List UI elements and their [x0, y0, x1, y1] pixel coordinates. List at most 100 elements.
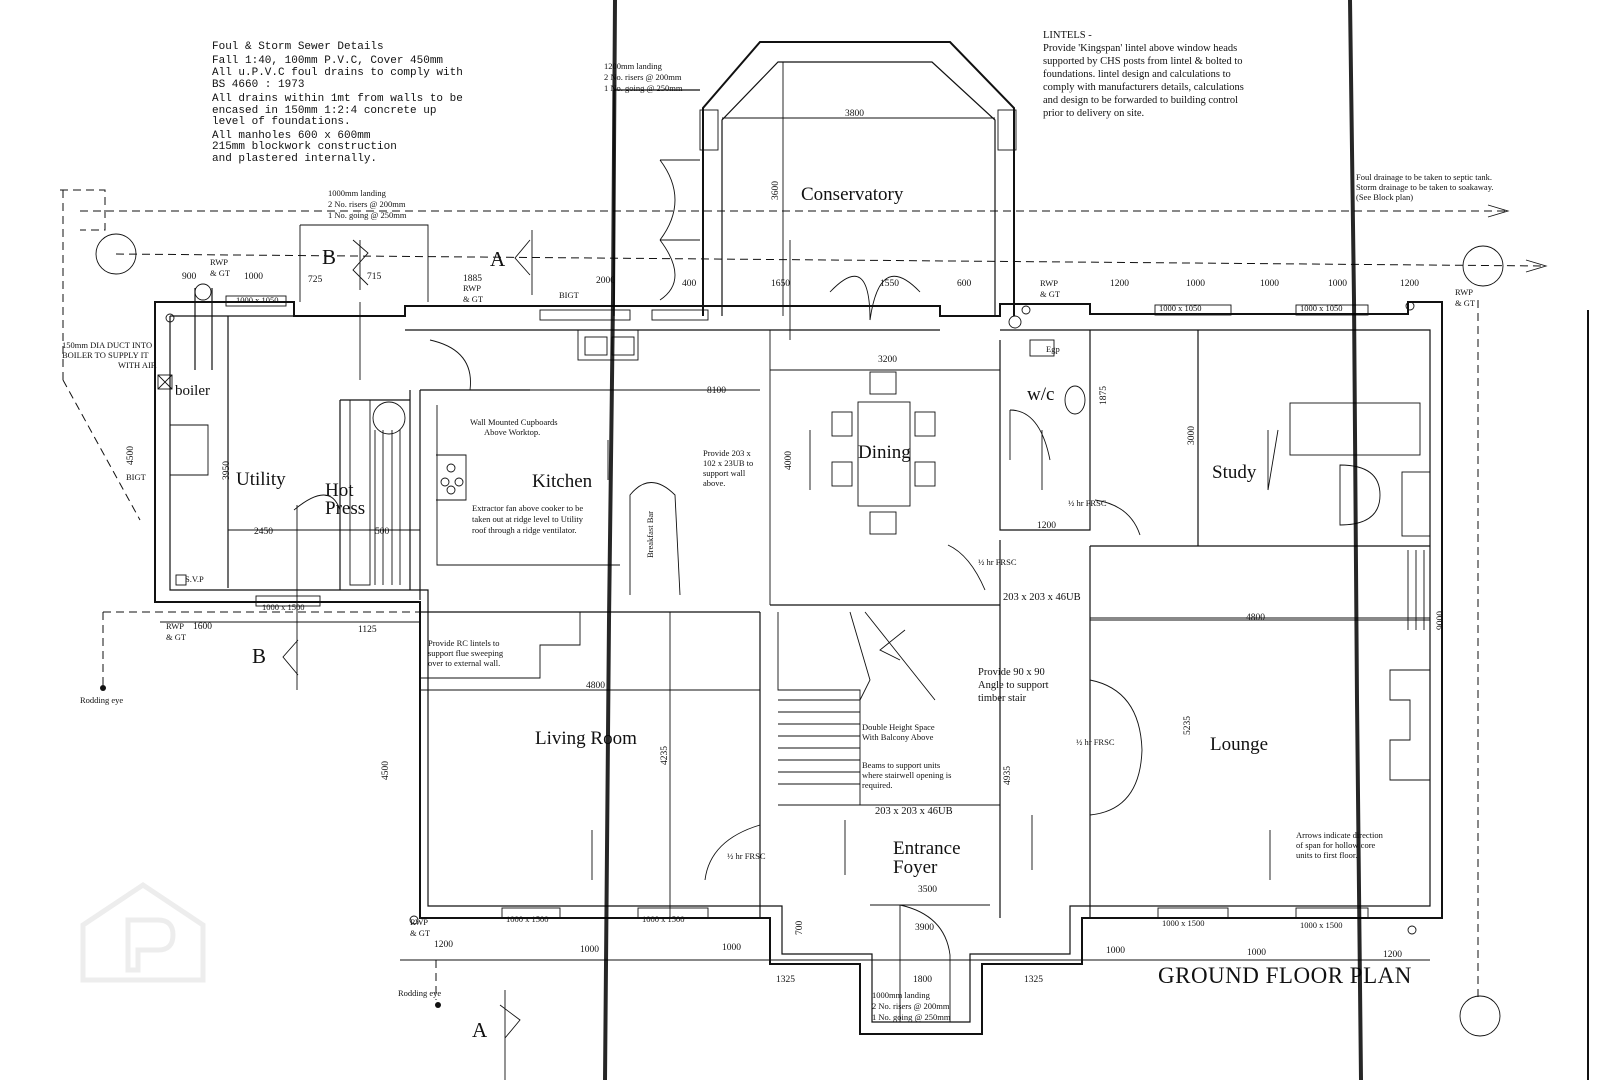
dimension-lines: [160, 117, 1430, 961]
svg-text:1000: 1000: [1106, 946, 1125, 956]
svg-text:3200: 3200: [878, 355, 897, 365]
svg-text:Provide RC lintels to: Provide RC lintels to: [428, 638, 500, 648]
svg-text:1200: 1200: [1383, 950, 1402, 960]
svg-text:1000: 1000: [1247, 948, 1266, 958]
svg-text:S.V.P: S.V.P: [185, 574, 204, 584]
svg-text:boiler: boiler: [175, 383, 210, 399]
svg-text:BIGT: BIGT: [559, 290, 580, 300]
svg-text:Breakfast Bar: Breakfast Bar: [645, 511, 655, 558]
svg-text:500: 500: [375, 527, 390, 537]
section-b-bottom: B: [252, 644, 266, 668]
label-hot: Hot: [325, 480, 354, 501]
svg-text:2450: 2450: [254, 527, 273, 537]
svg-text:Wall Mounted Cupboards: Wall Mounted Cupboards: [470, 417, 558, 427]
manhole-right: [1462, 245, 1504, 287]
svg-text:1550: 1550: [880, 279, 899, 289]
svg-text:required.: required.: [862, 780, 892, 790]
svg-text:RWP: RWP: [1040, 278, 1058, 288]
svg-text:WITH AIR: WITH AIR: [118, 360, 157, 370]
hot-press-walls: [293, 399, 410, 586]
svg-text:Provide 'Kingspan' lintel abov: Provide 'Kingspan' lintel above window h…: [1043, 43, 1237, 54]
svg-text:1000 x 1500: 1000 x 1500: [1300, 920, 1343, 930]
svg-text:& GT: & GT: [166, 632, 187, 642]
annotations: 150mm DIA DUCT INTO BOILER TO SUPPLY IT …: [62, 257, 1476, 998]
label-study: Study: [1212, 462, 1257, 483]
label-lounge: Lounge: [1210, 734, 1268, 755]
svg-text:900: 900: [182, 272, 197, 282]
svg-text:1200: 1200: [1110, 279, 1129, 289]
svg-text:where stairwell opening is: where stairwell opening is: [862, 770, 951, 780]
svg-text:1000: 1000: [1260, 279, 1279, 289]
svg-text:& GT: & GT: [210, 268, 231, 278]
label-dining: Dining: [858, 442, 911, 463]
svg-text:725: 725: [308, 275, 323, 285]
svg-text:1000 x 1500: 1000 x 1500: [1162, 918, 1205, 928]
svg-text:support flue sweeping: support flue sweeping: [428, 648, 504, 658]
svg-text:Provide 203 x: Provide 203 x: [703, 448, 751, 458]
svg-text:1125: 1125: [358, 625, 377, 635]
svg-text:1 No. going @ 250mm: 1 No. going @ 250mm: [328, 210, 407, 220]
svg-text:supported by CHS posts from li: supported by CHS posts from lintel & bol…: [1043, 56, 1243, 67]
svg-text:All u.P.V.C foul drains to com: All u.P.V.C foul drains to comply with: [212, 67, 463, 79]
svg-text:½ hr FRSC: ½ hr FRSC: [727, 851, 766, 861]
svg-text:1000 x 1050: 1000 x 1050: [1159, 303, 1202, 313]
utility-walls: [157, 283, 411, 590]
lounge-walls: [1089, 546, 1431, 918]
svg-text:Angle to support: Angle to support: [978, 680, 1049, 691]
svg-text:support wall: support wall: [703, 468, 746, 478]
svg-text:715: 715: [367, 272, 382, 282]
svg-text:1000 x 1050: 1000 x 1050: [236, 295, 279, 305]
section-markers: [282, 230, 533, 1080]
foyer-walls: [704, 824, 951, 1022]
svg-text:Provide 90 x 90: Provide 90 x 90: [978, 667, 1045, 678]
label-wc: w/c: [1027, 384, 1054, 405]
svg-text:prior to delivery on site.: prior to delivery on site.: [1043, 108, 1144, 119]
svg-text:4000: 4000: [784, 451, 794, 470]
svg-text:Storm drainage to be taken to: Storm drainage to be taken to soakaway.: [1356, 182, 1494, 192]
svg-text:1325: 1325: [1024, 975, 1043, 985]
study-walls: [1090, 330, 1431, 547]
svg-text:½ hr FRSC: ½ hr FRSC: [978, 557, 1017, 567]
svg-text:4500: 4500: [126, 446, 136, 465]
svg-text:Rodding eye: Rodding eye: [80, 695, 123, 705]
svg-text:1200: 1200: [1037, 521, 1056, 531]
manhole-bottom-right: [1459, 995, 1501, 1037]
svg-text:215mm blockwork construction: 215mm blockwork construction: [212, 141, 397, 153]
svg-text:4800: 4800: [586, 681, 605, 691]
svg-text:1000 x 1500: 1000 x 1500: [642, 914, 685, 924]
svg-text:Fall 1:40, 100mm P.V.C, Cover: Fall 1:40, 100mm P.V.C, Cover 450mm: [212, 55, 443, 67]
label-utility: Utility: [236, 469, 286, 490]
svg-text:3950: 3950: [222, 461, 232, 480]
svg-text:1 No. going @ 250mm: 1 No. going @ 250mm: [872, 1012, 951, 1022]
svg-text:and design to be forwarded to: and design to be forwarded to building c…: [1043, 95, 1238, 106]
dimension-labels: 3800 3600 3200 8100 3950 4500 4500 2450 …: [126, 109, 1446, 985]
svg-text:foundations. lintel design and: foundations. lintel design and calculati…: [1043, 69, 1231, 80]
svg-text:2000: 2000: [596, 276, 615, 286]
svg-text:1000: 1000: [580, 945, 599, 955]
svg-text:roof through a ridge ventilato: roof through a ridge ventilator.: [472, 525, 577, 535]
hall-walls: [420, 540, 1001, 918]
svg-text:8100: 8100: [707, 386, 726, 396]
svg-text:2 No. risers @ 200mm: 2 No. risers @ 200mm: [328, 199, 406, 209]
svg-text:3600: 3600: [771, 181, 781, 200]
svg-text:Double Height Space: Double Height Space: [862, 722, 935, 732]
span-arrows: [591, 429, 1279, 880]
svg-text:½ hr FRSC: ½ hr FRSC: [1068, 498, 1107, 508]
dining-table: [831, 371, 936, 535]
svg-text:4800: 4800: [1246, 613, 1265, 623]
outer-walls: [154, 295, 1443, 1035]
svg-text:encased in 150mm 1:2:4 concre: encased in 150mm 1:2:4 concrete up: [212, 105, 436, 117]
svg-text:3500: 3500: [918, 885, 937, 895]
svg-text:2 No. risers @ 200mm: 2 No. risers @ 200mm: [604, 72, 682, 82]
svg-text:and plastered internally.: and plastered internally.: [212, 153, 377, 165]
svg-text:1200mm landing: 1200mm landing: [604, 61, 663, 71]
svg-text:9000: 9000: [1436, 611, 1446, 630]
svg-text:taken out at ridge level to Ut: taken out at ridge level to Utility: [472, 514, 584, 524]
svg-text:(See Block plan): (See Block plan): [1356, 192, 1413, 202]
section-a-bottom: A: [472, 1018, 488, 1042]
svg-text:RWP: RWP: [1455, 287, 1473, 297]
svg-text:level of foundations.: level of foundations.: [212, 116, 351, 128]
svg-text:All drains within 1mt from wal: All drains within 1mt from walls to be: [212, 93, 463, 105]
svg-text:1000: 1000: [1186, 279, 1205, 289]
